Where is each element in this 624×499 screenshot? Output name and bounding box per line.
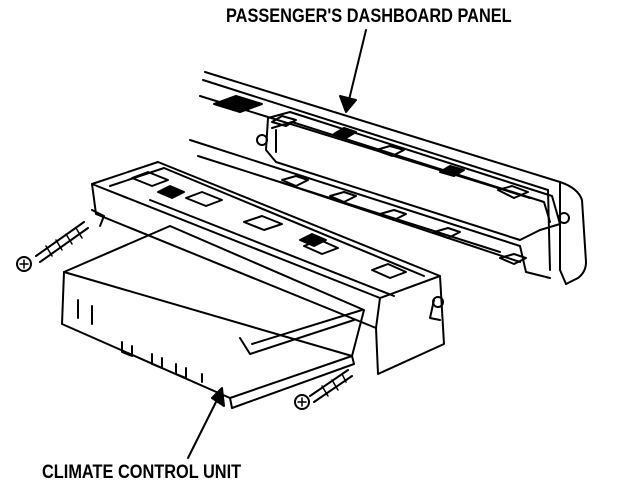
callout-arrow-dashboard-panel <box>339 29 367 113</box>
climate-control-unit <box>61 161 445 409</box>
dashboard-panel <box>189 71 587 285</box>
dashboard-panel-label: PASSENGER'S DASHBOARD PANEL <box>226 6 512 27</box>
callout-arrow-climate-control-unit <box>187 387 225 459</box>
screw-left <box>16 221 89 272</box>
mounting-frame <box>256 111 570 265</box>
climate-control-unit-label: CLIMATE CONTROL UNIT <box>42 462 242 483</box>
screw-right <box>294 369 353 410</box>
